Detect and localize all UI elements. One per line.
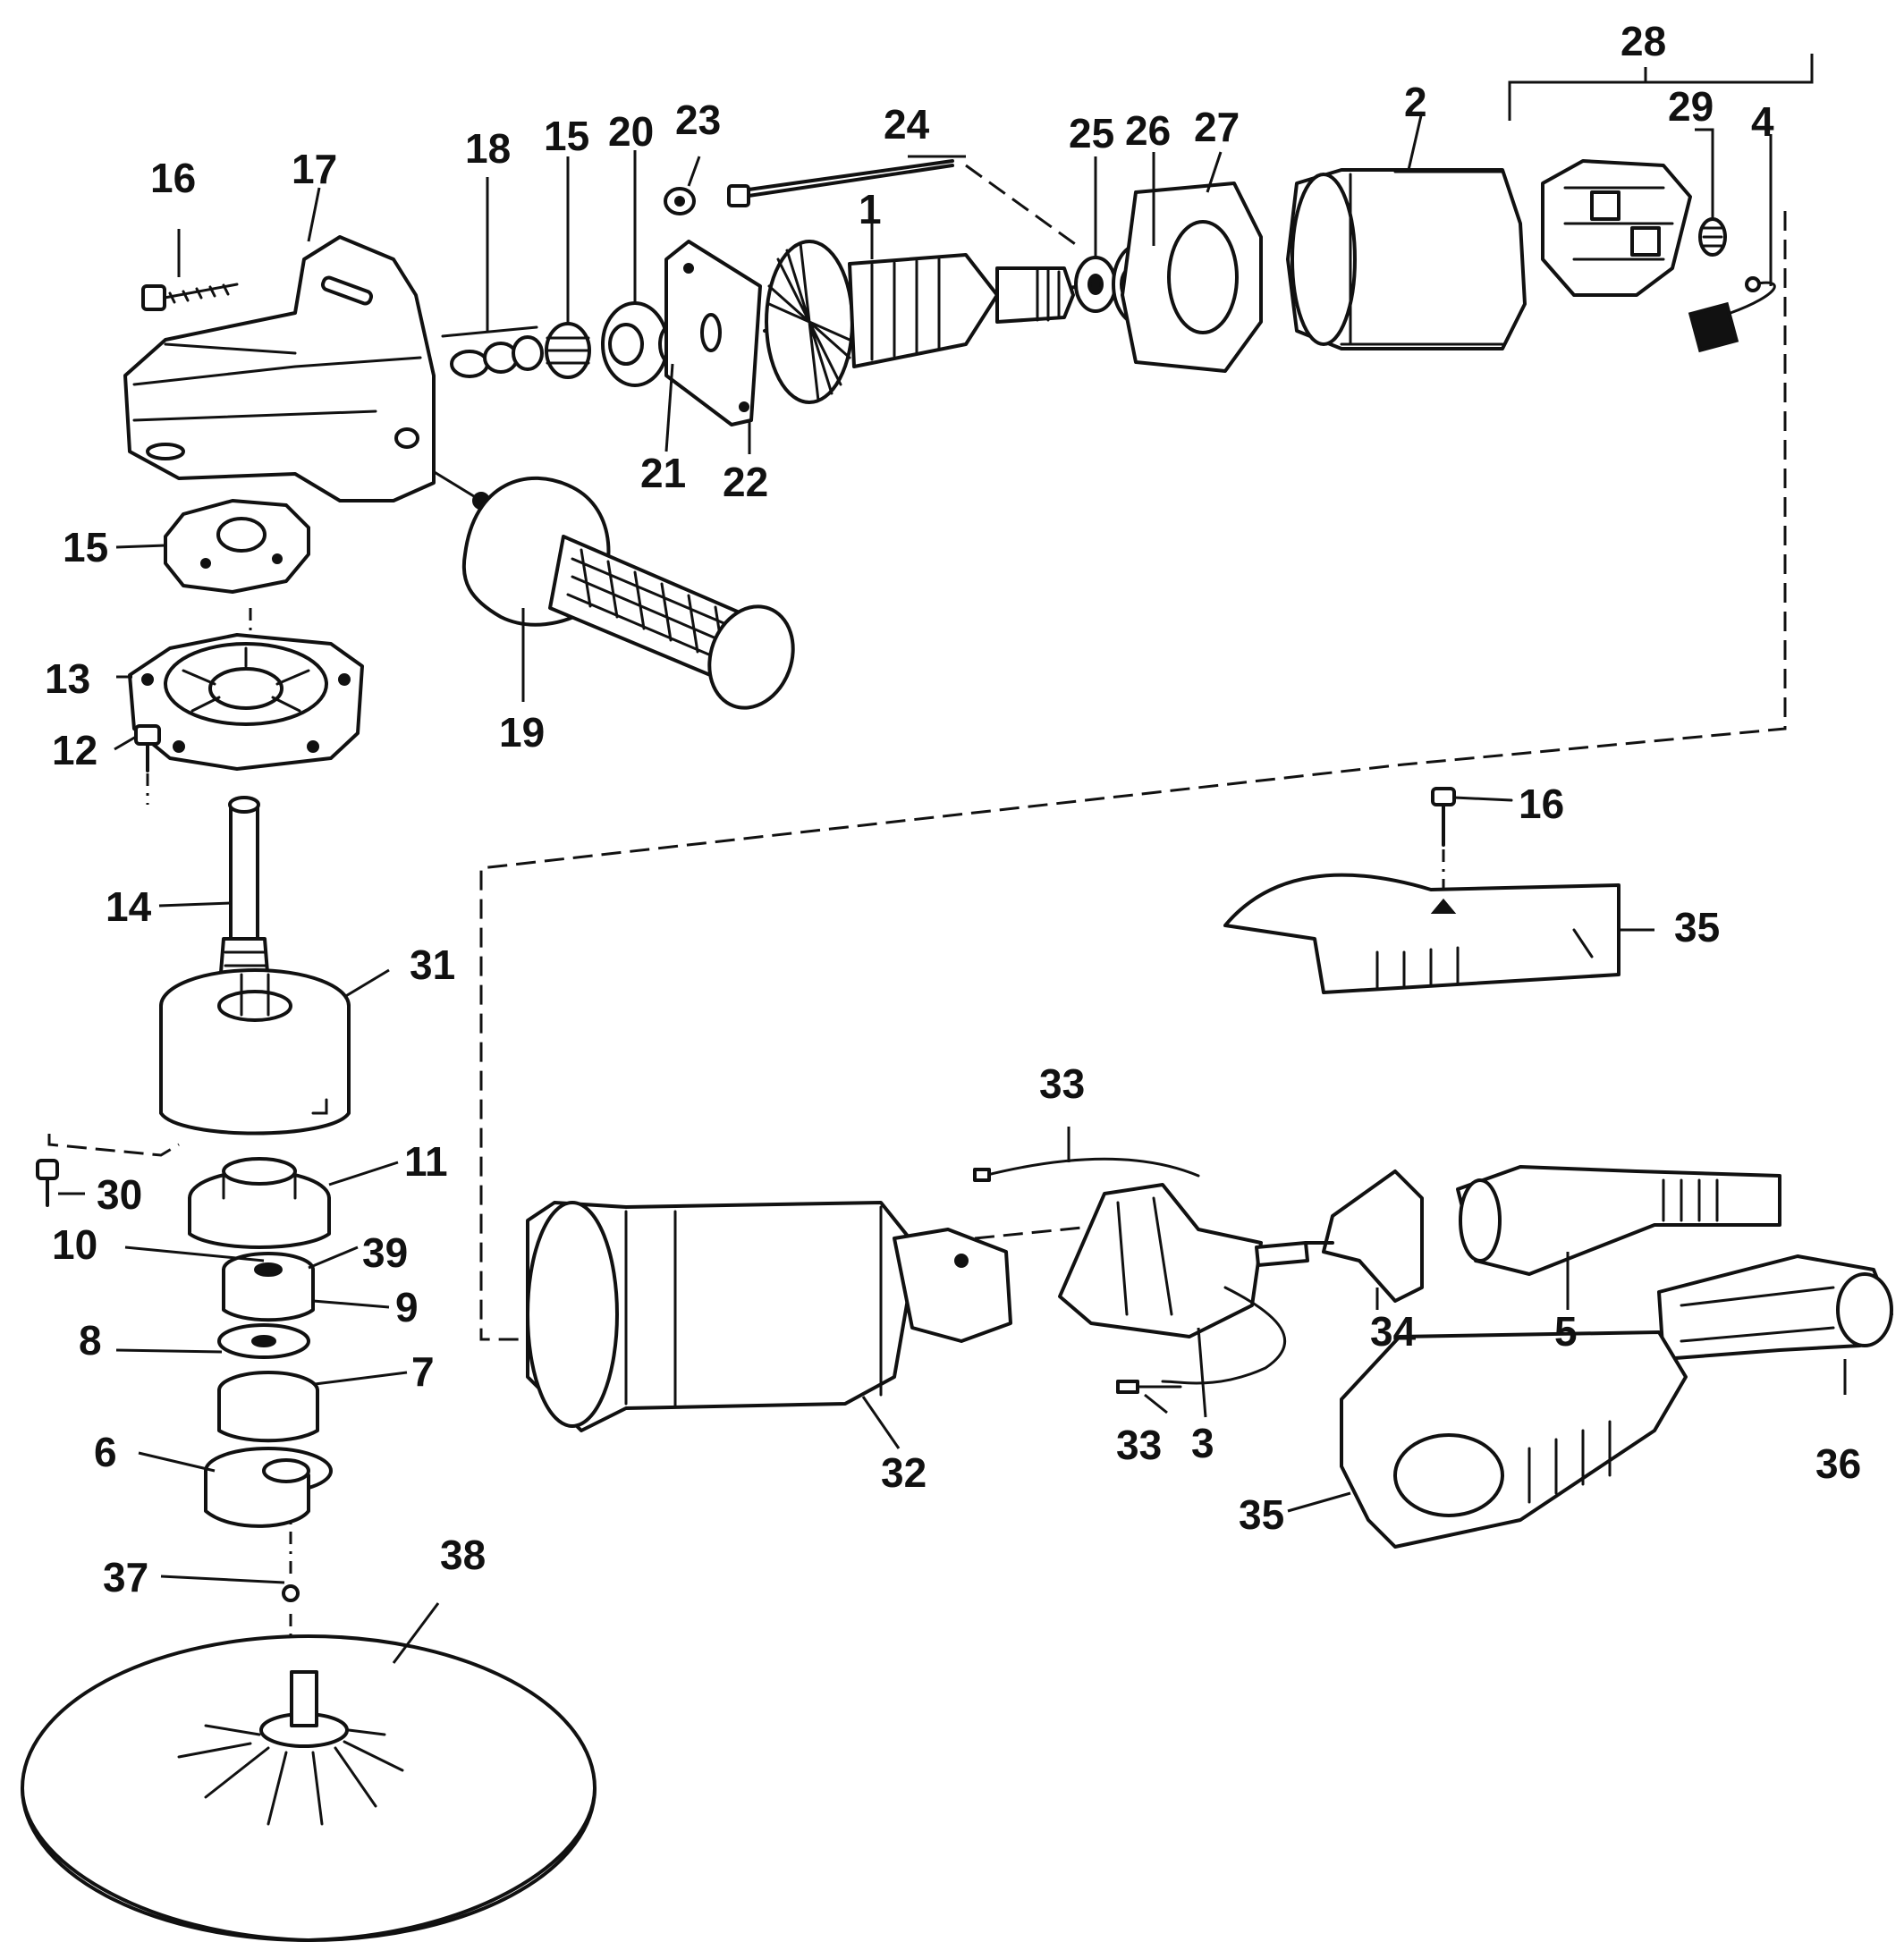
label-15-top: 15	[544, 113, 589, 159]
screw-37	[282, 1584, 300, 1602]
label-10: 10	[52, 1221, 97, 1268]
disc-pad-38	[21, 1634, 597, 1942]
label-28: 28	[1621, 18, 1666, 64]
wire-33-bottom	[1116, 1380, 1182, 1394]
label-13: 13	[45, 655, 90, 702]
top-cover-35	[1223, 873, 1621, 994]
cap-6	[204, 1447, 333, 1528]
label-5: 5	[1554, 1308, 1578, 1355]
label-17: 17	[292, 146, 337, 192]
label-23: 23	[675, 97, 721, 143]
nut-23	[664, 187, 696, 215]
gear-15	[164, 499, 310, 594]
bearing-20	[601, 301, 669, 387]
label-35-bottom: 35	[1239, 1491, 1284, 1538]
housing-31	[159, 968, 351, 1136]
brush-4	[1688, 276, 1776, 353]
label-32: 32	[881, 1449, 927, 1496]
pinion-15	[545, 322, 591, 379]
label-38: 38	[440, 1532, 486, 1578]
label-27: 27	[1194, 104, 1240, 150]
leader-lines	[58, 111, 1847, 1664]
label-22: 22	[723, 459, 768, 505]
brush-holder-28	[1541, 159, 1692, 297]
bolt-24	[727, 159, 954, 207]
cord-5	[1456, 1165, 1781, 1276]
spindle-14	[218, 796, 270, 985]
label-35-top: 35	[1674, 904, 1720, 950]
collar-11	[188, 1157, 331, 1249]
bearing-stack-9-10-39	[222, 1252, 315, 1322]
field-2	[1286, 168, 1527, 350]
screw-16-right	[1431, 787, 1513, 847]
label-33-top: 33	[1039, 1060, 1085, 1107]
label-29: 29	[1668, 83, 1714, 130]
label-16-top: 16	[150, 155, 196, 201]
bearing-25	[1074, 256, 1117, 313]
label-14: 14	[106, 883, 152, 930]
label-31: 31	[410, 941, 455, 988]
label-9: 9	[395, 1284, 419, 1330]
handle-cover-35	[1340, 1330, 1688, 1549]
spring-29	[1698, 217, 1727, 257]
label-15-left: 15	[63, 524, 108, 570]
label-25: 25	[1069, 110, 1114, 156]
motor-housing-32	[526, 1201, 1012, 1432]
plate-22	[664, 240, 762, 426]
fasteners-18	[441, 325, 544, 378]
part-labels: 1 2 3 4 5 6 7 8 9 10 11 12 13 14 15 15 1…	[45, 18, 1861, 1600]
label-34: 34	[1370, 1308, 1417, 1355]
screw-30	[36, 1159, 59, 1207]
armature-1	[763, 240, 1115, 404]
screw-16-top	[141, 283, 239, 311]
label-37: 37	[103, 1554, 148, 1600]
switch-3	[1058, 1183, 1309, 1385]
trigger-36	[1657, 1254, 1893, 1361]
label-4: 4	[1751, 98, 1774, 145]
strain-relief-34	[1304, 1169, 1424, 1303]
label-24: 24	[884, 101, 930, 148]
label-18: 18	[465, 125, 511, 172]
label-11: 11	[404, 1138, 448, 1185]
label-7: 7	[411, 1348, 435, 1395]
side-handle-19	[461, 476, 795, 710]
label-12: 12	[52, 727, 97, 773]
label-16-right: 16	[1519, 781, 1564, 827]
label-6: 6	[94, 1429, 117, 1475]
label-21: 21	[640, 450, 686, 496]
label-1: 1	[859, 186, 882, 232]
label-33-bottom: 33	[1116, 1422, 1162, 1468]
label-19: 19	[499, 709, 545, 756]
label-26: 26	[1125, 107, 1171, 154]
label-8: 8	[79, 1317, 102, 1364]
label-36: 36	[1815, 1440, 1861, 1487]
baffle-27	[1121, 182, 1263, 373]
label-2: 2	[1404, 79, 1427, 125]
label-3: 3	[1191, 1420, 1214, 1466]
gear-housing-17	[123, 235, 436, 502]
flange-13	[128, 633, 364, 771]
label-20: 20	[608, 108, 654, 155]
wire-33-top	[973, 1157, 1200, 1182]
bearing-7-8	[217, 1323, 319, 1443]
label-39: 39	[362, 1229, 408, 1276]
label-30: 30	[97, 1171, 142, 1218]
screw-12	[134, 724, 161, 773]
